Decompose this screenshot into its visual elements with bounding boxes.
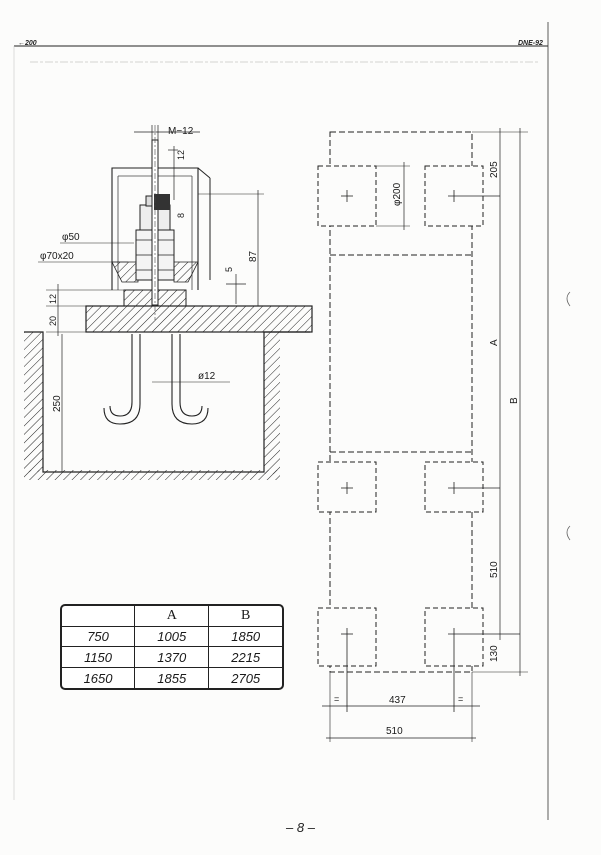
label-bottom-offset: 130 — [489, 645, 500, 662]
label-dim-b: B — [509, 397, 520, 404]
label-bolt: M−12 — [168, 126, 194, 137]
table-cell: 2215 — [208, 646, 282, 669]
label-washer-height: 8 — [176, 213, 186, 218]
housing-lip — [197, 167, 211, 179]
table-cell: 1370 — [134, 646, 210, 669]
table-header-a: A — [134, 606, 210, 627]
label-grout-thickness: 20 — [48, 316, 58, 326]
table-cell: 750 — [62, 625, 136, 648]
table-row: 1150 1370 2215 — [62, 646, 282, 669]
label-dim-a: A — [489, 339, 500, 346]
wedge-left — [111, 261, 139, 283]
label-nut-gap: 12 — [176, 150, 186, 160]
table-header-symbol — [62, 606, 136, 627]
ground-hatch-right — [264, 332, 280, 474]
base-slab — [85, 305, 313, 333]
table-cell: 2705 — [208, 667, 282, 688]
table-cell: 1005 — [134, 625, 210, 648]
label-pad-dia: φ200 — [392, 182, 403, 206]
table-cell: 1650 — [62, 667, 136, 688]
pad-center-marks — [341, 190, 520, 712]
punch-mark-bottom — [566, 525, 571, 541]
table-header-b: B — [208, 606, 282, 627]
label-grout-gap: 5 — [224, 267, 234, 272]
bolt-dark-nut — [154, 194, 170, 210]
anchor-hook-left-inner — [109, 334, 133, 417]
label-equal-left: = — [334, 694, 339, 704]
section-view: M−12 12 8 87 5 φ50 φ70x20 12 — [24, 125, 313, 480]
dimensions-table: A B 750 1005 1850 1150 1370 2215 1650 18… — [60, 604, 284, 690]
page-number: – 8 – — [286, 820, 315, 835]
label-equal-right: = — [458, 694, 463, 704]
table-cell: 1855 — [134, 667, 210, 688]
table-row: 1650 1855 2705 — [62, 667, 282, 688]
header-right-ref: DNE-92 — [518, 40, 543, 47]
label-top-offset: 205 — [489, 161, 500, 178]
label-outer-width: 510 — [386, 726, 403, 737]
table-row: 750 1005 1850 — [62, 625, 282, 648]
frame-outline — [329, 131, 473, 673]
table-cell: 1850 — [208, 625, 282, 648]
label-plate-dims: φ70x20 — [40, 251, 74, 262]
table-cell: 1150 — [62, 646, 136, 669]
ground-hatch-bottom — [24, 470, 280, 480]
anchor-hook-left-outer — [103, 334, 141, 425]
plan-view: φ200 205 A B 510 130 437 510 = = — [317, 128, 528, 742]
punch-mark-top — [566, 291, 571, 307]
label-anchor-dia: ø12 — [198, 371, 216, 382]
header-left-ref: ←200 — [18, 40, 37, 47]
anchor-hook-right-outer — [171, 334, 209, 425]
anchor-hook-right-inner — [179, 334, 203, 417]
label-pad-spacing: 510 — [489, 561, 500, 578]
label-inner-width: 437 — [389, 695, 406, 706]
label-plate-thickness: 12 — [48, 294, 58, 304]
label-pit-depth: 250 — [52, 395, 63, 412]
wedge-right — [173, 261, 199, 283]
label-washer-dia: φ50 — [62, 232, 80, 243]
label-projection: 87 — [248, 250, 259, 262]
ground-hatch-left — [24, 332, 43, 472]
